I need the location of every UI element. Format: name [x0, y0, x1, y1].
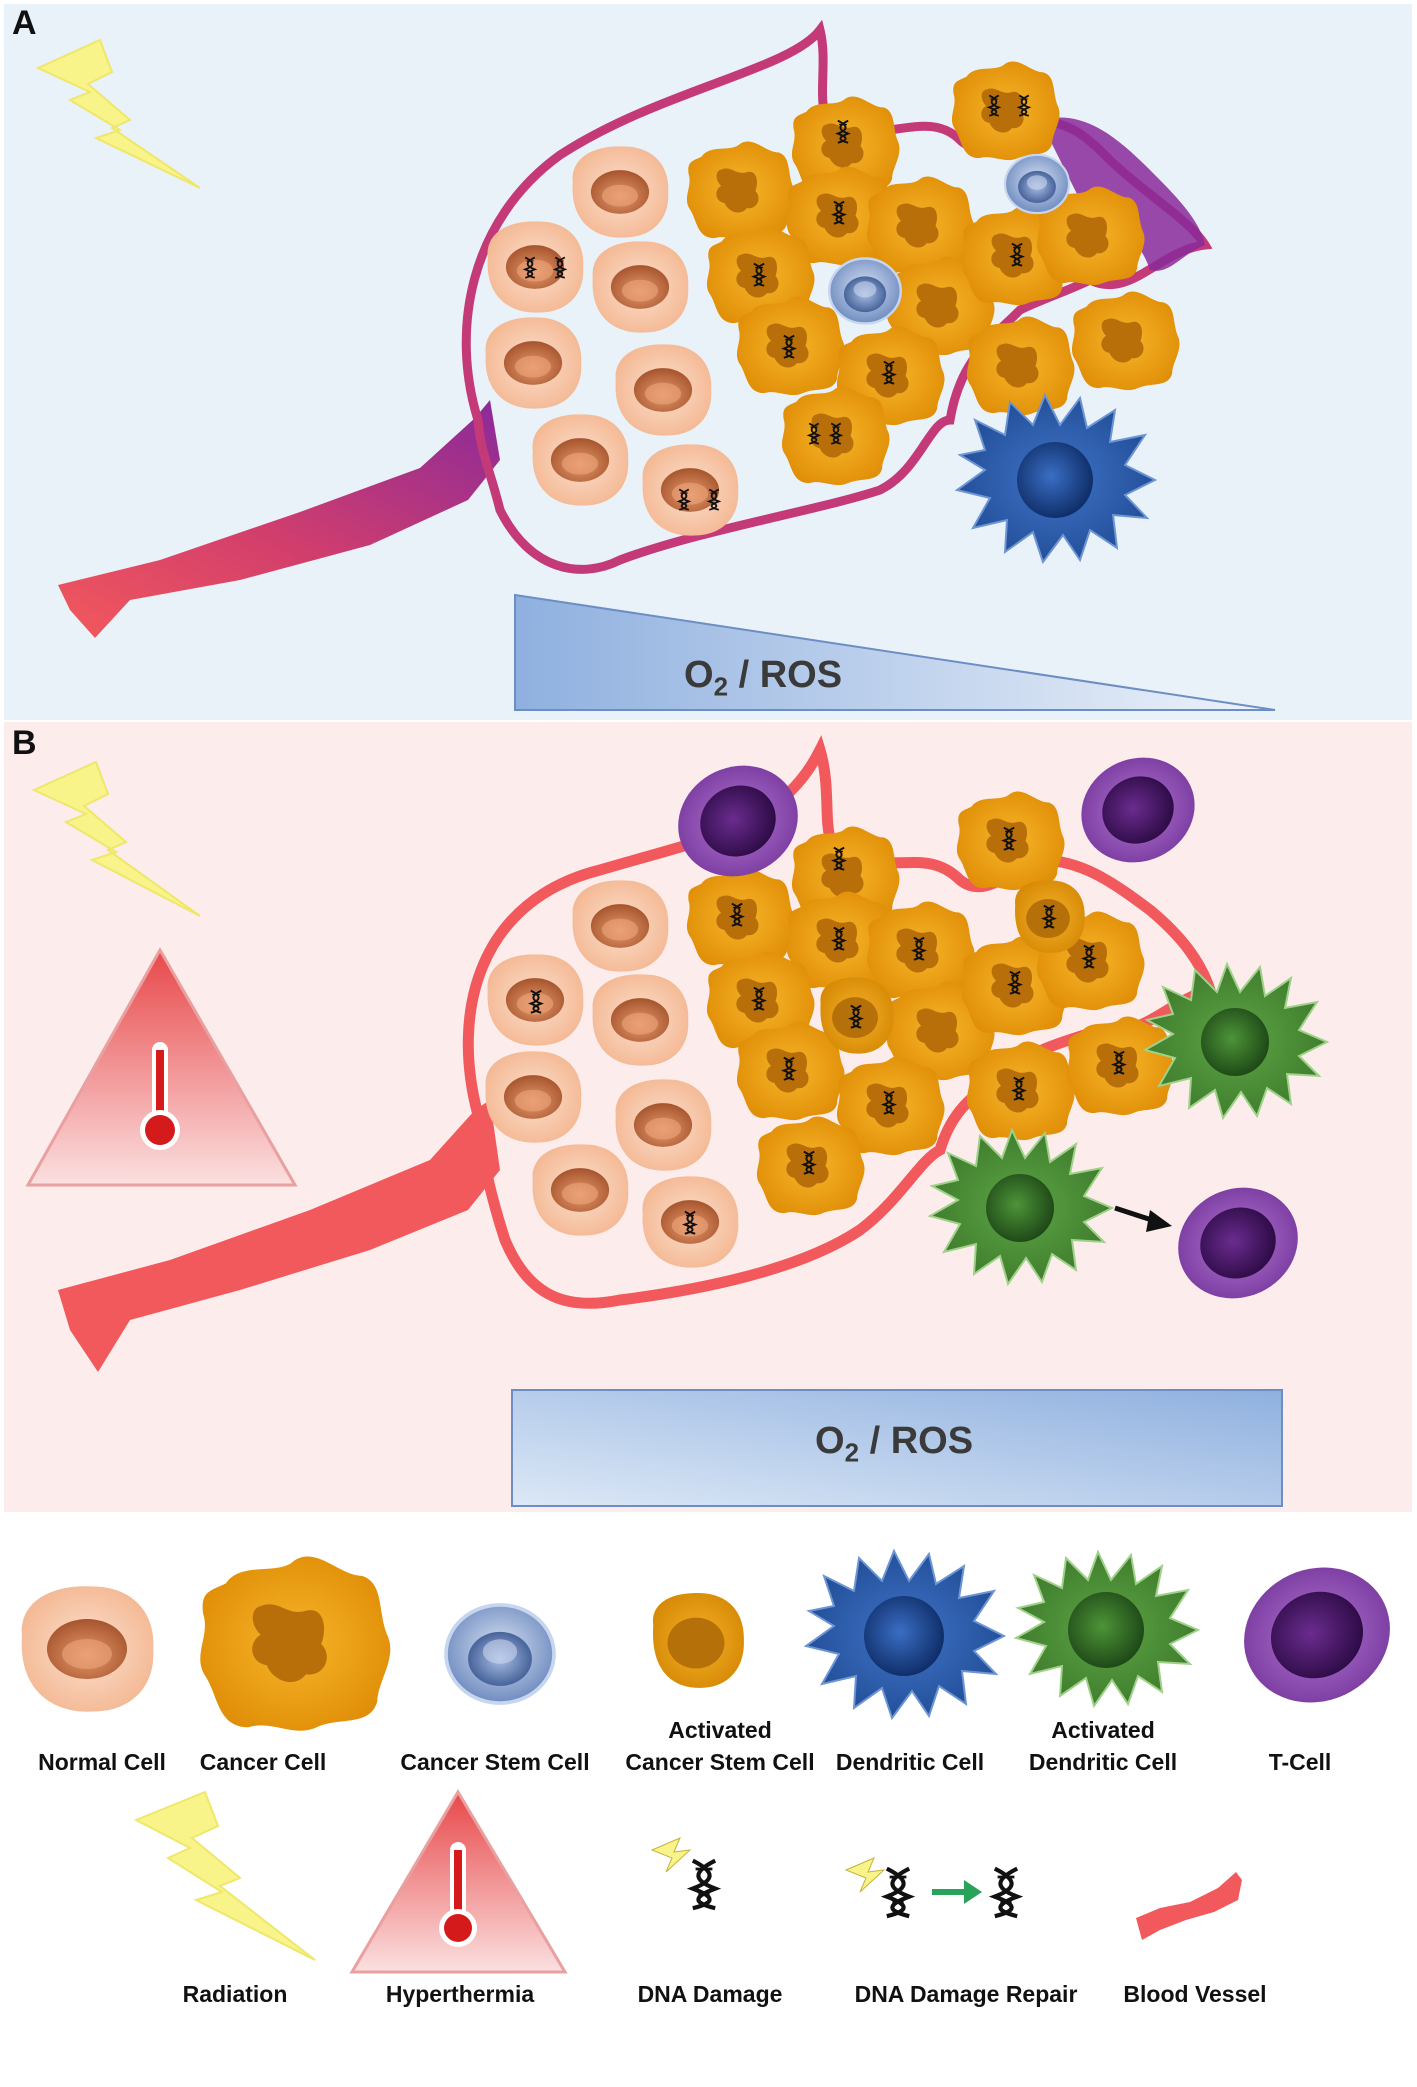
oxygen-gradient-wedge: [514, 593, 1276, 711]
legend-t-cell-icon: [1232, 1560, 1402, 1710]
panel-b-gradient-label: O2 / ROS: [815, 1420, 973, 1469]
radiation-icon: [31, 760, 201, 917]
normal-cell: [572, 146, 669, 238]
dendritic-cell-a: [954, 392, 1158, 565]
legend-hyperthermia-label: Hyperthermia: [385, 1981, 535, 2007]
panel-b-letter: B: [12, 724, 37, 762]
hyperthermia-icon: [25, 946, 298, 1187]
legend-dna-damage-icon: [650, 1837, 715, 1908]
cancer-cell: [966, 1041, 1075, 1141]
radiation-icon: [35, 38, 201, 189]
legend-cancer-stem-cell-label: Cancer Stem Cell: [400, 1749, 590, 1775]
panel-b: [4, 722, 1412, 1512]
legend-normal-cell-label: Normal Cell: [38, 1749, 166, 1775]
legend-dna-damage-label: DNA Damage: [637, 1981, 783, 2007]
normal-cell: [572, 880, 669, 972]
normal-cell: [615, 344, 712, 436]
legend-dendritic-cell-label: Dendritic Cell: [835, 1749, 985, 1775]
blood-vessel-loop-right: [1040, 117, 1205, 271]
legend-normal-cell-icon: [21, 1586, 154, 1712]
normal-cell: [592, 974, 689, 1066]
oxygen-subscript: 2: [844, 1437, 860, 1468]
activation-arrow-icon: [1114, 1205, 1172, 1232]
normal-cell: [532, 1144, 629, 1236]
blood-vessel-trunk: [58, 1100, 500, 1372]
normal-cell: [592, 241, 689, 333]
normal-cell: [615, 1079, 712, 1171]
legend-activated-dendritic-cell-icon: [1013, 1549, 1201, 1709]
activated-dendritic-cell: [927, 1127, 1115, 1287]
cancer-cell: [966, 316, 1075, 416]
oxygen-symbol: O: [815, 1420, 845, 1462]
normal-cell: [485, 1051, 582, 1143]
normal-cell: [642, 444, 739, 536]
legend-radiation-label: Radiation: [182, 1981, 288, 2007]
activated-dendritic-cell: [1142, 961, 1330, 1121]
blood-vessel-trunk: [58, 400, 500, 638]
legend-cancer-stem-cell-icon: [444, 1603, 556, 1705]
ros-text: / ROS: [728, 654, 843, 696]
legend: [21, 1548, 1402, 1974]
legend-activated-cancer-stem-cell-icon: [652, 1593, 744, 1688]
cancer-stem-cell: [1003, 153, 1071, 215]
legend-radiation-icon: [133, 1790, 316, 1961]
legend-dna-damage-repair-icon: [844, 1857, 1017, 1916]
panel-a: [4, 4, 1412, 720]
ros-text: / ROS: [859, 1420, 974, 1462]
panel-a-letter: A: [12, 4, 37, 42]
normal-cell: [532, 414, 629, 506]
legend-cancer-cell-icon: [200, 1556, 391, 1731]
legend-cancer-cell-label: Cancer Cell: [199, 1749, 327, 1775]
panel-a-gradient-label: O2 / ROS: [684, 654, 842, 703]
normal-cell: [487, 221, 584, 313]
cancer-cell: [686, 141, 795, 241]
cancer-cell: [956, 791, 1065, 891]
legend-blood-vessel-icon: [1136, 1872, 1242, 1940]
normal-cell: [485, 317, 582, 409]
legend-hyperthermia-icon: [349, 1789, 568, 1974]
legend-blood-vessel-label: Blood Vessel: [1123, 1981, 1267, 2007]
panel-a-background: [4, 4, 1412, 720]
legend-t-cell-label: T-Cell: [1268, 1749, 1332, 1775]
cancer-cell: [781, 386, 890, 486]
oxygen-gradient-bar: [511, 1389, 1283, 1507]
cancer-cell: [1071, 291, 1180, 391]
legend-dendritic-cell-icon: [803, 1548, 1007, 1721]
oxygen-subscript: 2: [713, 671, 729, 702]
legend-dna-damage-repair-label: DNA Damage Repair: [854, 1981, 1078, 2007]
cancer-stem-cell: [828, 257, 902, 325]
oxygen-symbol: O: [684, 654, 714, 696]
cancer-cell: [951, 61, 1060, 161]
